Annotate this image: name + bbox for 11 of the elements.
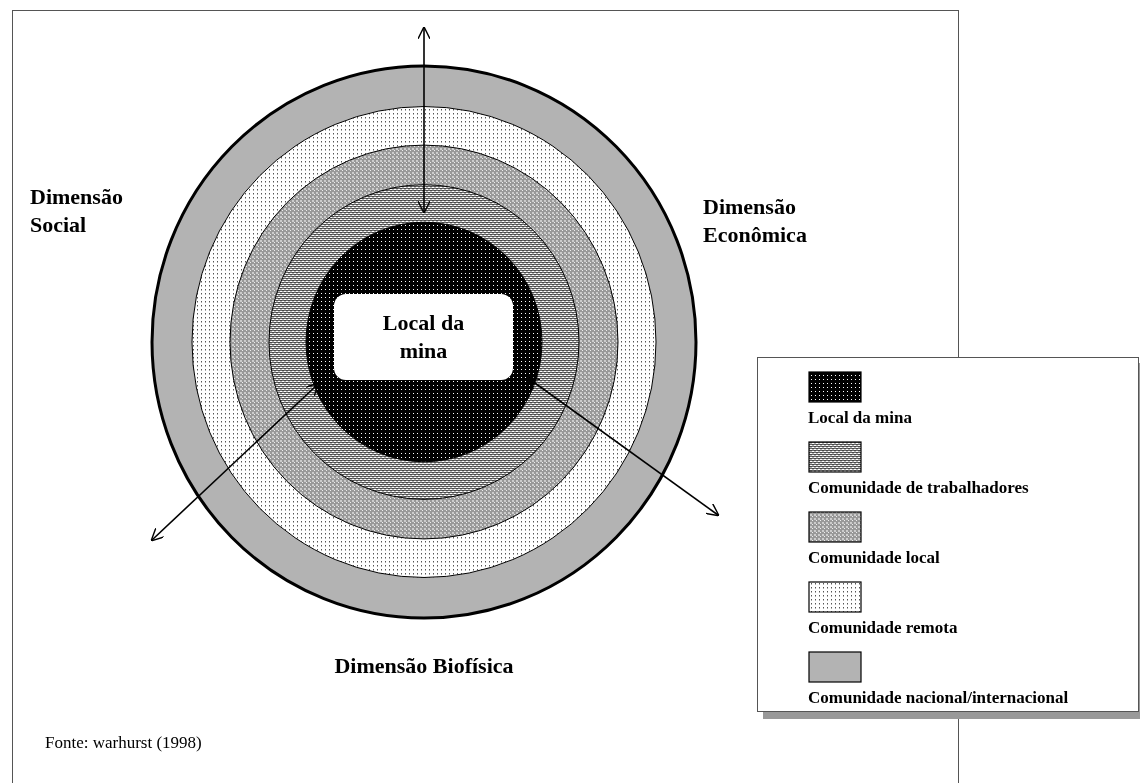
site-label: Local da mina	[381, 309, 466, 365]
legend-text: Comunidade de trabalhadores	[808, 478, 1029, 498]
legend-text: Comunidade remota	[808, 618, 958, 638]
legend-text: Local da mina	[808, 408, 912, 428]
dimension-label: Dimensão Econômica	[703, 193, 808, 249]
legend-text: Comunidade local	[808, 548, 940, 568]
legend-text: Comunidade nacional/internacional	[808, 688, 1069, 708]
dimension-label: Dimensão Biofísica	[334, 652, 514, 680]
site-box	[334, 294, 513, 380]
dimension-label: Dimensão Social	[30, 183, 124, 239]
source-caption: Fonte: warhurst (1998)	[45, 733, 202, 753]
